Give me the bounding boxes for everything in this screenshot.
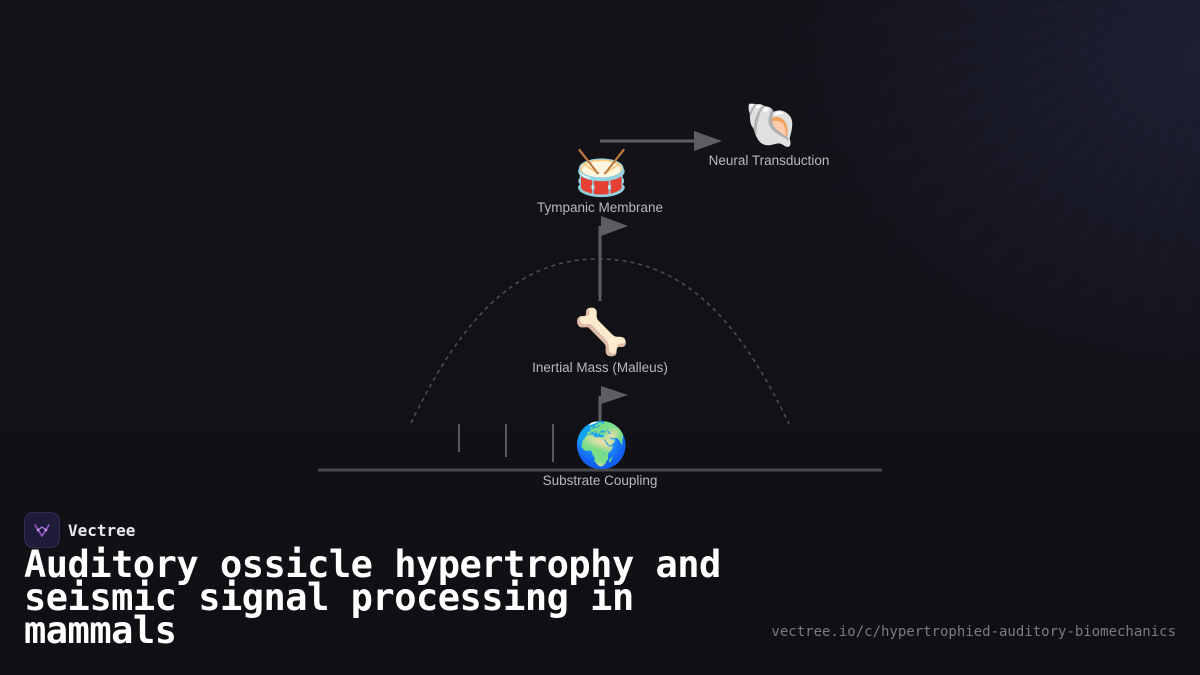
brand-name: Vectree [68,520,136,540]
arrow-head-tympanic-to-neural [694,131,722,151]
node-label-tympanic-membrane: Tympanic Membrane [536,200,664,215]
node-label-neural-transduction: Neural Transduction [708,153,830,168]
page-title: Auditory ossicle hypertrophy and seismic… [24,543,721,652]
bone-icon: 🦴 [574,307,629,358]
arrow-head-substrate-to-malleus [601,386,628,404]
drum-icon: 🥁 [574,148,629,199]
node-label-inertial-mass: Inertial Mass (Malleus) [532,360,668,375]
globe-icon: 🌍 [574,420,629,471]
node-label-substrate-coupling: Substrate Coupling [542,473,658,488]
spiral-shell-icon: 🐚 [744,100,799,151]
vectree-logo-icon [24,512,60,548]
brand: Vectree [24,512,135,548]
arrow-head-malleus-to-tympanic [601,216,628,236]
source-url: vectree.io/c/hypertrophied-auditory-biom… [771,624,1176,640]
